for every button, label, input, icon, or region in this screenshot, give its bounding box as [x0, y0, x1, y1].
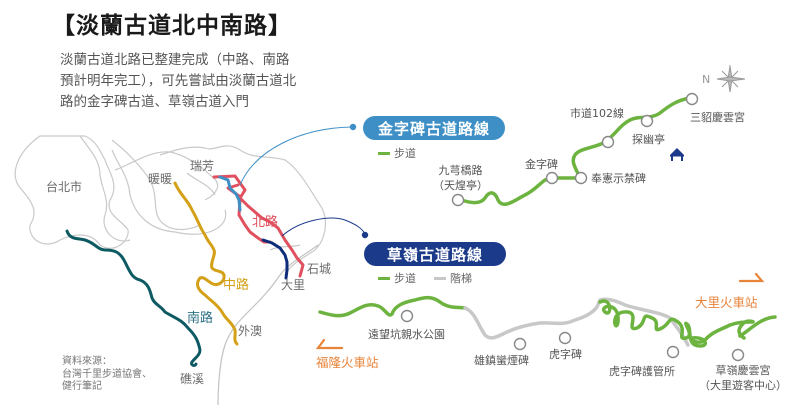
- caoling-legend: 步道 階梯: [378, 270, 472, 286]
- south-route-line: [65, 229, 202, 367]
- caoling-route-title: 草嶺古道路線: [364, 242, 506, 266]
- middle-route-line: [173, 181, 239, 346]
- legend-stairs-label: 階梯: [450, 272, 472, 285]
- source-line: 台灣千里步道協會、: [62, 368, 152, 380]
- compass-north-label: N: [702, 73, 711, 86]
- place-dali: 大里: [281, 278, 306, 292]
- route-label-north: 北路: [252, 215, 279, 230]
- station-dali: 大里火車站: [695, 295, 758, 310]
- intro-line: 預計明年完工），可先嘗試由淡蘭古道北: [60, 73, 297, 89]
- stop-sanshao-temple: 三貂慶雲宮: [690, 111, 745, 124]
- station-arrows: [315, 272, 765, 350]
- legend-trail-label: 步道: [394, 272, 416, 285]
- route-label-south: 南路: [187, 311, 214, 326]
- stop-jinzibei: 金字碑: [525, 158, 558, 171]
- stop-fengxian-stele: 奉憲示禁碑: [591, 172, 646, 185]
- trail-swatch: [378, 276, 390, 280]
- intro-text: 淡蘭古道北路已整建完成（中路、南路 預計明年完工），可先嘗試由淡蘭古道北 路的金…: [60, 50, 350, 113]
- stop-subname: （天煌亭）: [433, 179, 488, 192]
- jinzibei-route-title: 金字碑古道路線: [363, 116, 505, 140]
- legend-trail-label: 步道: [394, 147, 416, 160]
- stop-subname: （大里遊客中心）: [699, 379, 787, 392]
- intro-line: 路的金字碑古道、草嶺古道入門: [60, 94, 249, 110]
- data-source-note: 資料來源： 台灣千里步道協會、 健行筆記: [62, 356, 152, 394]
- stop-yuanwang-park: 遠望坑親水公園: [368, 328, 445, 341]
- pavilion-icon: [670, 148, 684, 161]
- place-waiao: 外澳: [238, 324, 263, 338]
- place-nuannuan: 暖暖: [148, 172, 173, 186]
- place-taipei: 台北市: [46, 180, 83, 194]
- caoling-trail-stairs: [463, 297, 690, 347]
- caoling-trail-green-2: [598, 299, 755, 348]
- jinzibei-legend: 步道: [378, 145, 416, 161]
- stairs-swatch: [434, 276, 446, 280]
- stop-jiufen-bridge: 九芎橋路 （天煌亭）: [433, 163, 488, 193]
- route-label-middle: 中路: [223, 278, 250, 293]
- stop-tanyou-pavilion: 探幽亭: [632, 133, 665, 146]
- stop-huzi-ranger-station: 虎字碑護管所: [609, 365, 675, 378]
- district-outlines: [14, 135, 327, 276]
- source-line: 健行筆記: [62, 381, 102, 392]
- north-route-line: [212, 174, 305, 278]
- stop-xiongzhen-stele: 雄鎮蠻煙碑: [474, 354, 529, 367]
- stop-road-102: 市道102線: [570, 107, 624, 120]
- trail-swatch: [378, 151, 390, 155]
- place-shicheng: 石城: [307, 262, 332, 276]
- coast-road: [217, 244, 319, 406]
- page-title: 【淡蘭古道北中南路】: [52, 13, 292, 39]
- source-line: 資料來源：: [62, 356, 112, 367]
- place-ruifang: 瑞芳: [190, 159, 215, 173]
- station-fulong: 福隆火車站: [316, 355, 379, 370]
- compass-icon: [716, 65, 746, 93]
- stop-name: 草嶺慶雲宮: [715, 364, 771, 377]
- stop-caoling-temple: 草嶺慶雲宮 （大里遊客中心）: [699, 363, 787, 393]
- caoling-trail-green-1: [318, 295, 467, 318]
- stop-name: 九芎橋路: [438, 164, 483, 177]
- stop-huzi-stele: 虎字碑: [549, 348, 582, 361]
- place-jiaoxi: 礁溪: [180, 372, 205, 386]
- intro-line: 淡蘭古道北路已整建完成（中路、南路: [60, 52, 290, 68]
